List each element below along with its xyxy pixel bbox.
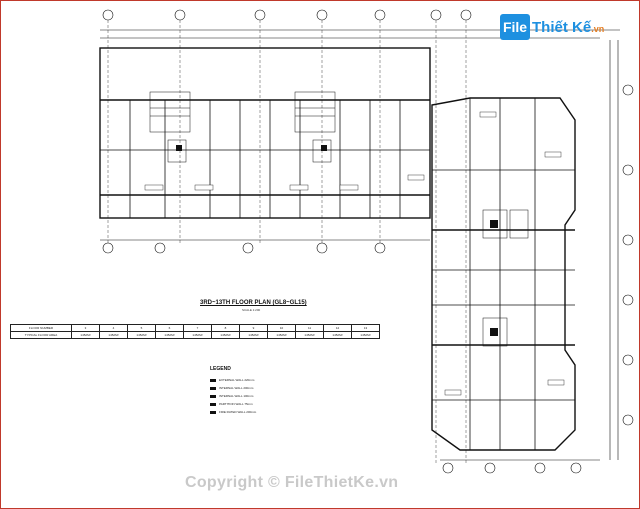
- logo-mark: File: [500, 14, 530, 40]
- schedule-cell: 1452M²: [155, 331, 184, 339]
- schedule-header-row: FLOOR NUMBER 3 4 5 6 7 8 9 10 11 12 13: [10, 324, 380, 332]
- schedule-cell: 1452M²: [99, 331, 128, 339]
- schedule-cell: 1452M²: [267, 331, 296, 339]
- legend-item: PARTITION WALL 75mm: [210, 402, 253, 406]
- schedule-cell: 12: [323, 324, 352, 332]
- schedule-cell: 1452M²: [295, 331, 324, 339]
- schedule-cell: 1452M²: [71, 331, 100, 339]
- site-logo[interactable]: File Thiết Kế.vn: [500, 14, 604, 40]
- schedule-header-label: FLOOR NUMBER: [10, 324, 72, 332]
- schedule-cell: 7: [183, 324, 212, 332]
- legend-swatch: [210, 410, 216, 414]
- floor-schedule-table: FLOOR NUMBER 3 4 5 6 7 8 9 10 11 12 13 T…: [10, 324, 380, 339]
- legend-label: FIRE RATED WALL 200mm: [219, 410, 257, 414]
- schedule-cell: 5: [127, 324, 156, 332]
- schedule-data-row: TYPICAL FLOOR AREA 1452M² 1452M² 1452M² …: [10, 331, 380, 339]
- schedule-cell: 11: [295, 324, 324, 332]
- schedule-cell: 1452M²: [239, 331, 268, 339]
- schedule-cell: 9: [239, 324, 268, 332]
- legend-swatch: [210, 402, 216, 406]
- grid-bubbles-right: [622, 84, 634, 426]
- schedule-cell: 3: [71, 324, 100, 332]
- schedule-cell: 10: [267, 324, 296, 332]
- schedule-cell: 1452M²: [351, 331, 380, 339]
- logo-text: Thiết Kế.vn: [532, 19, 604, 36]
- legend-swatch: [210, 378, 216, 382]
- schedule-cell: 4: [99, 324, 128, 332]
- legend-item: EXTERNAL WALL 220mm: [210, 378, 254, 382]
- schedule-cell: 13: [351, 324, 380, 332]
- schedule-cell: 1452M²: [127, 331, 156, 339]
- legend-swatch: [210, 394, 216, 398]
- legend-label: PARTITION WALL 75mm: [219, 402, 253, 406]
- logo-domain: .vn: [591, 23, 605, 34]
- logo-brand: Thiết Kế: [532, 18, 592, 36]
- legend-label: INTERNAL WALL 100mm: [219, 394, 254, 398]
- plan-scale: SCALE 1:200: [242, 308, 261, 312]
- grid-bubbles-top: [102, 9, 472, 21]
- schedule-row-label: TYPICAL FLOOR AREA: [10, 331, 72, 339]
- schedule-cell: 8: [211, 324, 240, 332]
- schedule-cell: 1452M²: [323, 331, 352, 339]
- legend-item: FIRE RATED WALL 200mm: [210, 410, 256, 414]
- legend-label: EXTERNAL WALL 220mm: [219, 378, 255, 382]
- legend-label: INTERNAL WALL 200mm: [219, 386, 254, 390]
- copyright-watermark: Copyright © FileThietKe.vn: [185, 474, 399, 491]
- legend-swatch: [210, 386, 216, 390]
- legend-item: INTERNAL WALL 200mm: [210, 386, 253, 390]
- plan-title: 3RD~13TH FLOOR PLAN (GL8~GL15): [200, 300, 307, 306]
- schedule-cell: 1452M²: [183, 331, 212, 339]
- grid-bubbles-bottom: [102, 242, 582, 474]
- schedule-cell: 6: [155, 324, 184, 332]
- legend-title: LEGEND: [210, 366, 231, 372]
- legend-item: INTERNAL WALL 100mm: [210, 394, 253, 398]
- schedule-cell: 1452M²: [211, 331, 240, 339]
